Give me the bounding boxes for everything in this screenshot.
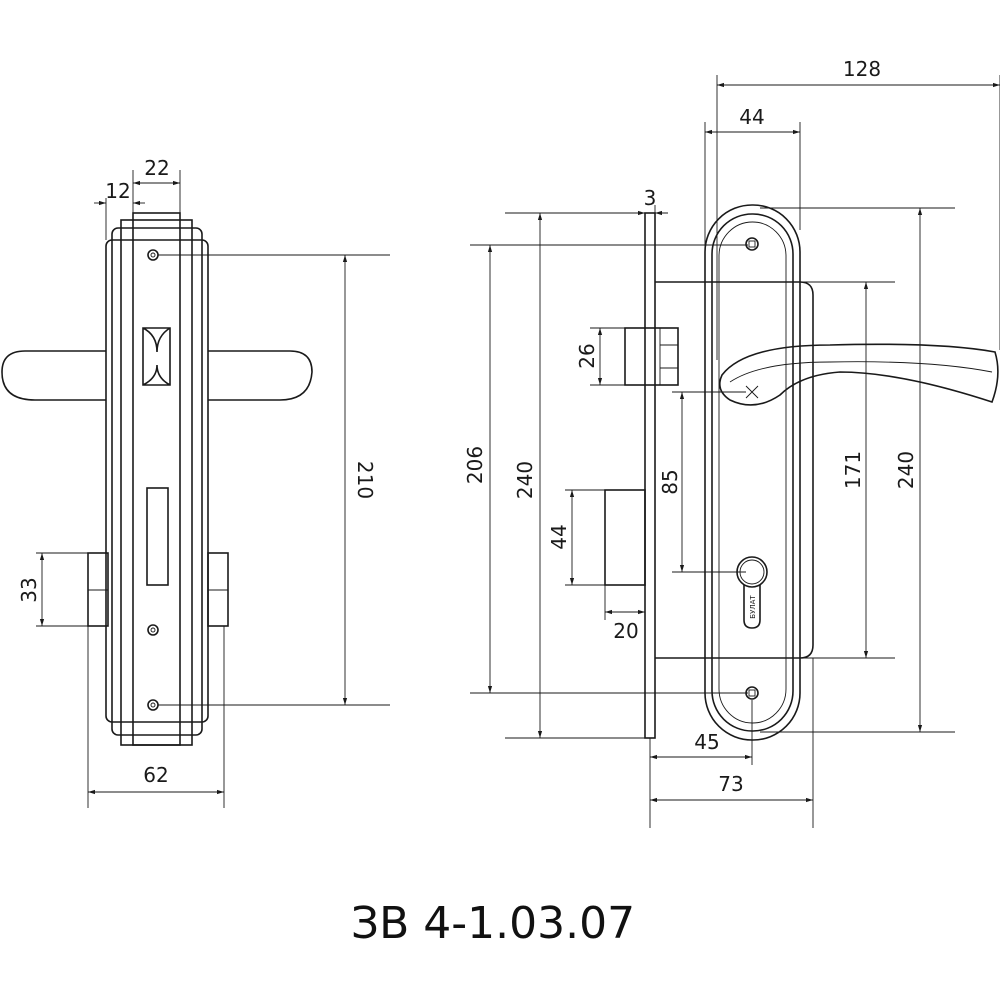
dim-3: 3 <box>644 186 657 210</box>
dim-22: 22 <box>144 156 169 180</box>
dim-210: 210 <box>353 461 377 499</box>
outer-plate <box>105 239 209 723</box>
dim-62: 62 <box>143 763 168 787</box>
side-view: 12 22 210 33 62 <box>1 156 390 808</box>
lever-handle <box>719 343 999 406</box>
cylinder-brand: БУЛАТ <box>749 595 757 619</box>
screw-icon <box>147 699 159 711</box>
spindle-icon <box>745 385 759 399</box>
dim-85: 85 <box>658 469 682 494</box>
screw-icon <box>147 249 159 261</box>
dim-206: 206 <box>463 446 487 484</box>
cylinder-right <box>207 552 229 627</box>
deadbolt <box>604 489 646 586</box>
faceplate <box>132 212 181 746</box>
dim-73: 73 <box>718 772 743 796</box>
dim-128: 128 <box>843 57 881 81</box>
dim-12: 12 <box>105 179 130 203</box>
dim-240-left: 240 <box>513 461 537 499</box>
dim-26: 26 <box>575 343 599 368</box>
dim-20: 20 <box>613 619 638 643</box>
bolt-slot <box>146 487 169 586</box>
faceplate <box>644 212 656 739</box>
dim-240-right: 240 <box>894 451 918 489</box>
dim-45: 45 <box>694 730 719 754</box>
screw-icon <box>745 237 759 251</box>
cylinder-left <box>87 552 109 627</box>
model-title: ЗВ 4-1.03.07 <box>351 898 635 949</box>
screw-icon <box>147 624 159 636</box>
lock-body <box>655 281 814 659</box>
dim-171: 171 <box>841 451 865 489</box>
handle-plate-inner <box>711 213 794 732</box>
left-handle <box>1 350 106 401</box>
handle-plate <box>704 204 801 741</box>
inner-plate <box>120 219 193 746</box>
latch <box>142 327 171 386</box>
latch <box>624 327 679 386</box>
cylinder-icon: БУЛАТ <box>736 556 768 629</box>
dim-44: 44 <box>547 524 571 549</box>
front-view: БУЛАТ 128 44 3 206 240 26 44 85 20 171 2… <box>463 57 1000 828</box>
plate <box>111 227 203 736</box>
dim-33: 33 <box>17 577 41 602</box>
dim-44-top: 44 <box>739 105 764 129</box>
right-handle <box>208 350 313 401</box>
